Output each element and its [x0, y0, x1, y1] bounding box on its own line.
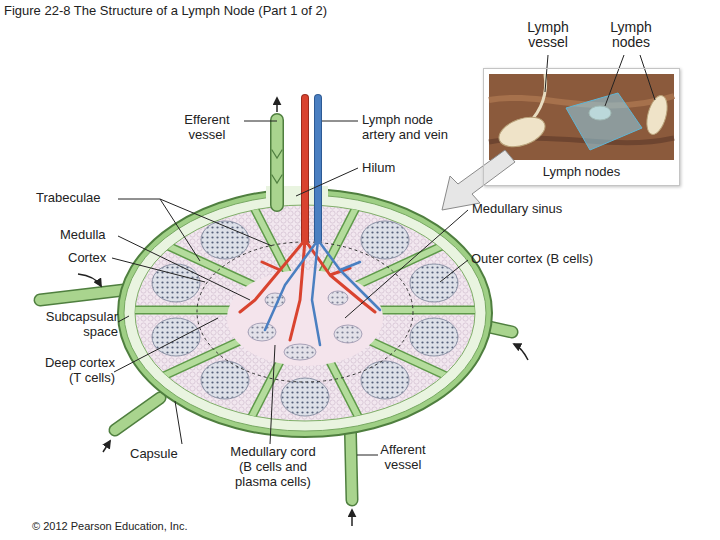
photo-lymph-node [643, 93, 671, 136]
leader-line [118, 236, 250, 300]
trabecula [120, 307, 245, 313]
artery-wall [301, 98, 309, 240]
leader-line [112, 258, 205, 282]
leader-line [357, 455, 378, 456]
photo-inset: Lymph nodes [483, 68, 680, 186]
medulla [227, 270, 383, 366]
part-label: Deep cortex (T cells) [33, 355, 115, 385]
part-label: Efferent vessel [172, 112, 242, 142]
flow-arrow [351, 510, 353, 526]
follicle [410, 318, 458, 356]
photo-lymph-node [495, 112, 549, 153]
medullary-cord [334, 325, 362, 343]
efferent-vessel [272, 120, 282, 205]
follicle [361, 361, 409, 399]
part-label: Hilum [362, 160, 422, 175]
part-label: Medullary cord (B cells and plasma cells… [225, 444, 321, 489]
node-caption: Lymph nodes [484, 164, 679, 179]
part-label: Subcapsular space [20, 309, 118, 339]
copyright-note: © 2012 Pearson Education, Inc. [32, 519, 252, 534]
trabecula [120, 306, 245, 315]
part-label: Cortex [68, 250, 128, 265]
highlight-plane [566, 93, 642, 150]
flow-arrow [276, 98, 278, 112]
leader-line [118, 316, 129, 322]
medullary-cord [248, 323, 276, 341]
part-label: Capsule [130, 446, 200, 461]
medullary-cords [248, 291, 362, 360]
follicle [281, 378, 329, 416]
trabecula [365, 307, 490, 313]
trabecula [323, 196, 362, 272]
part-label: Medulla [60, 227, 130, 242]
medullary-cord [328, 291, 348, 305]
vessel-lumen [272, 120, 283, 205]
leader-line [345, 210, 468, 318]
part-label: Lymph nodes [600, 20, 662, 50]
trabecula [365, 306, 490, 315]
figure-title: Figure 22-8 The Structure of a Lymph Nod… [4, 3, 604, 18]
part-label: Trabeculae [36, 190, 126, 205]
leader-line [175, 401, 182, 444]
leader-line [244, 121, 277, 122]
part-label: Medullary sinus [472, 201, 612, 216]
deep-cortex-boundary [197, 242, 413, 382]
vessel-wall [270, 120, 284, 205]
leader-line [118, 199, 272, 261]
leader-line [114, 318, 218, 372]
flow-arrow [103, 441, 110, 452]
blood-vessels [240, 98, 380, 345]
vessel-lumen [40, 290, 124, 300]
part-label: Lymph node artery and vein [362, 112, 462, 142]
flow-arrow [78, 274, 101, 286]
vein-branch [265, 240, 380, 345]
leader-line [440, 260, 468, 282]
follicle [361, 221, 409, 259]
follicle [410, 264, 458, 302]
leader-line [296, 168, 358, 196]
part-label: Afferent vessel [370, 442, 436, 472]
photo-tissue [489, 74, 674, 160]
leader-line [322, 121, 358, 122]
trabecula [323, 196, 362, 272]
vein-wall [314, 98, 322, 240]
follicle [201, 361, 249, 399]
vein [315, 98, 321, 240]
leader-lines [112, 55, 655, 455]
part-label: Lymph vessel [518, 20, 578, 50]
leader-line [605, 55, 655, 106]
flow-arrows [78, 98, 528, 526]
follicle [152, 318, 200, 356]
leader-line [545, 55, 548, 92]
part-label: Outer cortex (B cells) [471, 251, 641, 266]
outer-cortex-follicles [152, 221, 458, 416]
medullary-cord [284, 344, 316, 360]
photo-lymph-vessel [528, 74, 546, 124]
vessel-wall [40, 290, 124, 300]
vessel-valve [272, 150, 282, 183]
artery [302, 98, 308, 240]
flow-arrow [514, 344, 528, 360]
vessel-wall [115, 398, 160, 430]
vessel-lumen [115, 398, 160, 430]
leader-line [270, 345, 275, 444]
